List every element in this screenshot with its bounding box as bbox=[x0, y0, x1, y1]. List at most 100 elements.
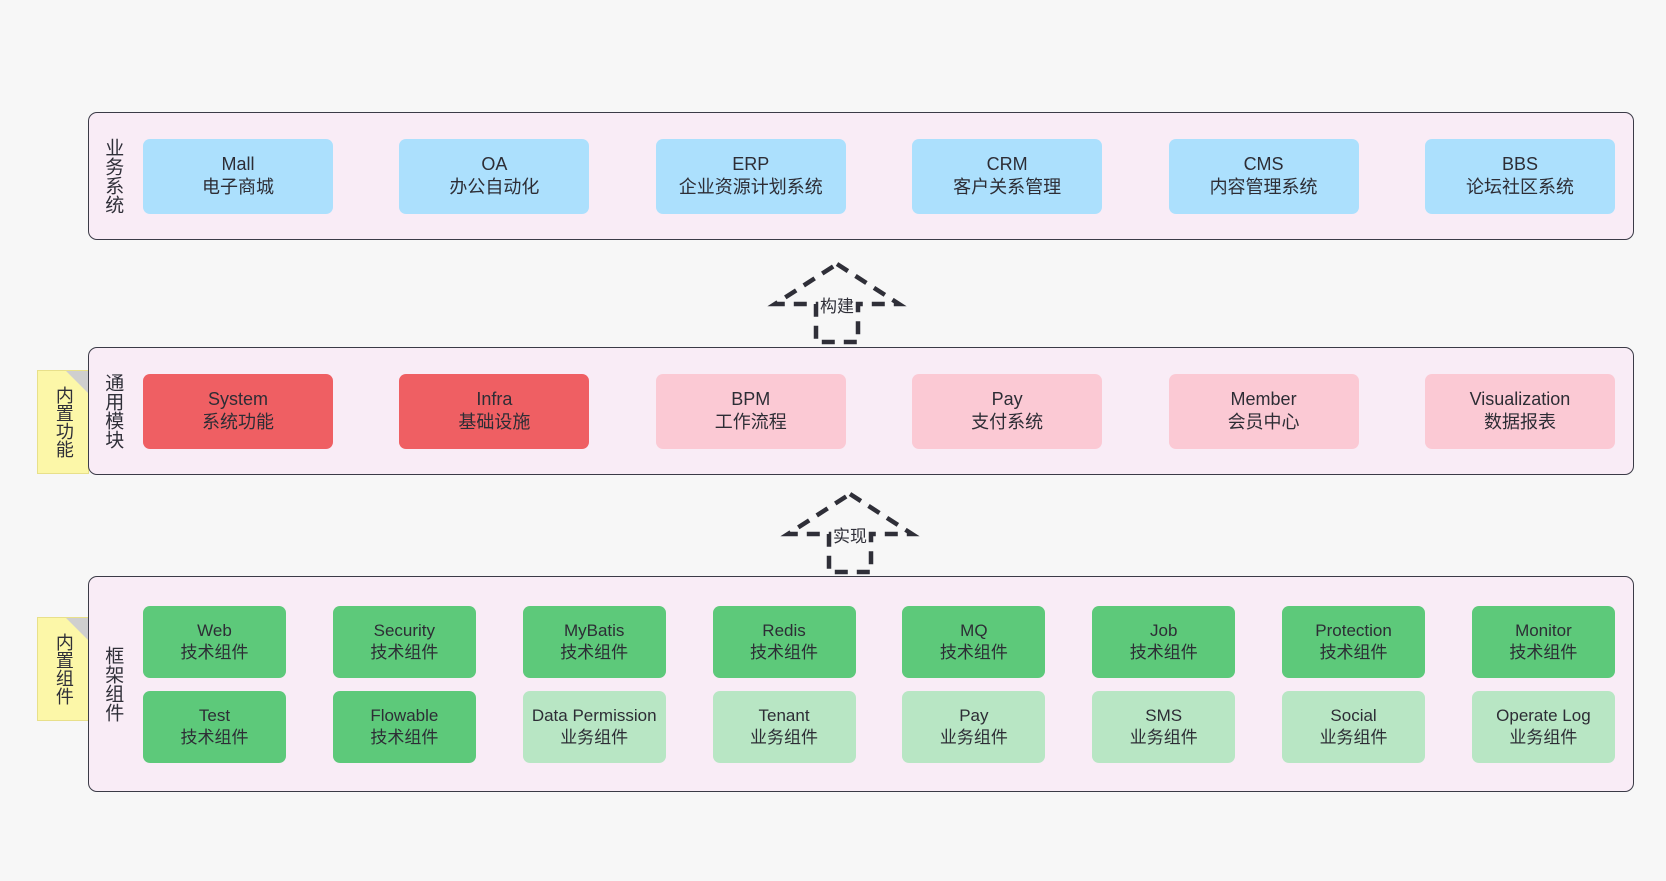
business-box-crm-name: CRM bbox=[986, 154, 1028, 175]
framework-row-business: Test 技术组件 Flowable 技术组件 Data Permission … bbox=[143, 690, 1615, 763]
business-box-erp[interactable]: ERP 企业资源计划系统 bbox=[655, 138, 846, 214]
note-built-in-features: 内置功能 bbox=[37, 370, 89, 474]
component-box-data-permission-desc: 业务组件 bbox=[560, 727, 629, 747]
business-box-cms-desc: 内容管理系统 bbox=[1209, 177, 1318, 197]
component-box-monitor[interactable]: Monitor 技术组件 bbox=[1471, 605, 1615, 678]
layer-common-modules: 通用模块 System 系统功能 Infra 基础设施 BPM 工作流程 Pay… bbox=[88, 347, 1634, 475]
component-box-web-name: Web bbox=[197, 621, 232, 641]
component-box-protection[interactable]: Protection 技术组件 bbox=[1282, 605, 1426, 678]
note-fold-corner-icon bbox=[66, 371, 88, 393]
component-box-security[interactable]: Security 技术组件 bbox=[332, 605, 476, 678]
component-box-tenant-desc: 业务组件 bbox=[750, 727, 819, 747]
component-box-data-permission-name: Data Permission bbox=[531, 706, 657, 726]
component-box-mq[interactable]: MQ 技术组件 bbox=[902, 605, 1046, 678]
module-box-member-desc: 会员中心 bbox=[1227, 412, 1300, 432]
component-box-flowable[interactable]: Flowable 技术组件 bbox=[332, 690, 476, 763]
component-box-monitor-name: Monitor bbox=[1515, 621, 1572, 641]
component-box-job-desc: 技术组件 bbox=[1129, 642, 1198, 662]
connector-build-shape bbox=[767, 261, 907, 345]
business-box-oa-desc: 办公自动化 bbox=[449, 177, 540, 197]
module-box-bpm-name: BPM bbox=[731, 389, 771, 410]
component-box-pay[interactable]: Pay 业务组件 bbox=[902, 690, 1046, 763]
component-box-mybatis-name: MyBatis bbox=[563, 621, 625, 641]
component-box-tenant-name: Tenant bbox=[758, 706, 810, 726]
component-box-mybatis[interactable]: MyBatis 技术组件 bbox=[522, 605, 666, 678]
business-box-mall[interactable]: Mall 电子商城 bbox=[143, 138, 333, 214]
connector-build: 构建 bbox=[757, 258, 917, 348]
component-box-mq-name: MQ bbox=[960, 621, 988, 641]
component-box-security-name: Security bbox=[373, 621, 436, 641]
component-box-job-name: Job bbox=[1150, 621, 1178, 641]
module-box-pay[interactable]: Pay 支付系统 bbox=[912, 373, 1103, 449]
component-box-sms-desc: 业务组件 bbox=[1129, 727, 1198, 747]
module-box-system[interactable]: System 系统功能 bbox=[143, 373, 333, 449]
connector-implement-shape bbox=[780, 491, 920, 575]
layer-body-framework: Web 技术组件 Security 技术组件 MyBatis 技术组件 Redi… bbox=[135, 577, 1633, 791]
component-box-social-desc: 业务组件 bbox=[1319, 727, 1388, 747]
module-box-visualization[interactable]: Visualization 数据报表 bbox=[1424, 373, 1615, 449]
module-box-member[interactable]: Member 会员中心 bbox=[1168, 373, 1359, 449]
business-box-oa[interactable]: OA 办公自动化 bbox=[399, 138, 590, 214]
business-box-cms[interactable]: CMS 内容管理系统 bbox=[1168, 138, 1359, 214]
component-box-redis[interactable]: Redis 技术组件 bbox=[712, 605, 856, 678]
component-box-monitor-desc: 技术组件 bbox=[1509, 642, 1578, 662]
component-box-redis-name: Redis bbox=[762, 621, 806, 641]
business-box-cms-name: CMS bbox=[1243, 154, 1284, 175]
business-box-erp-desc: 企业资源计划系统 bbox=[678, 177, 823, 197]
component-box-operate-log-name: Operate Log bbox=[1496, 706, 1591, 726]
note-fold-corner-icon bbox=[66, 618, 88, 640]
note-built-in-components: 内置组件 bbox=[37, 617, 89, 721]
component-box-test[interactable]: Test 技术组件 bbox=[143, 690, 286, 763]
component-box-social[interactable]: Social 业务组件 bbox=[1282, 690, 1426, 763]
module-box-infra-name: Infra bbox=[476, 389, 513, 410]
business-box-bbs[interactable]: BBS 论坛社区系统 bbox=[1424, 138, 1615, 214]
component-box-redis-desc: 技术组件 bbox=[750, 642, 819, 662]
layer-business-systems: 业务系统 Mall 电子商城 OA 办公自动化 ERP 企业资源计划系统 CRM… bbox=[88, 112, 1634, 240]
component-box-pay-name: Pay bbox=[959, 706, 989, 726]
module-box-visualization-name: Visualization bbox=[1469, 389, 1571, 410]
module-box-infra-desc: 基础设施 bbox=[458, 412, 531, 432]
layer-body-business: Mall 电子商城 OA 办公自动化 ERP 企业资源计划系统 CRM 客户关系… bbox=[135, 113, 1633, 239]
business-box-oa-name: OA bbox=[481, 154, 508, 175]
connector-build-label: 构建 bbox=[820, 297, 854, 316]
business-box-crm[interactable]: CRM 客户关系管理 bbox=[912, 138, 1103, 214]
component-box-sms-name: SMS bbox=[1145, 706, 1183, 726]
layer-title-modules: 通用模块 bbox=[102, 373, 124, 449]
module-box-pay-name: Pay bbox=[991, 389, 1023, 410]
note-built-in-features-label: 内置功能 bbox=[53, 386, 74, 458]
component-box-operate-log[interactable]: Operate Log 业务组件 bbox=[1471, 690, 1615, 763]
component-box-protection-desc: 技术组件 bbox=[1319, 642, 1388, 662]
component-box-mq-desc: 技术组件 bbox=[939, 642, 1008, 662]
layer-title-business: 业务系统 bbox=[102, 138, 124, 214]
component-box-security-desc: 技术组件 bbox=[370, 642, 439, 662]
connector-implement: 实现 bbox=[770, 488, 930, 578]
component-box-sms[interactable]: SMS 业务组件 bbox=[1092, 690, 1236, 763]
component-box-data-permission[interactable]: Data Permission 业务组件 bbox=[522, 690, 666, 763]
business-box-mall-desc: 电子商城 bbox=[202, 177, 274, 197]
business-box-bbs-name: BBS bbox=[1501, 154, 1538, 175]
component-box-web[interactable]: Web 技术组件 bbox=[143, 605, 286, 678]
module-box-visualization-desc: 数据报表 bbox=[1483, 412, 1556, 432]
component-box-web-desc: 技术组件 bbox=[180, 642, 249, 662]
component-box-pay-desc: 业务组件 bbox=[939, 727, 1008, 747]
business-box-mall-name: Mall bbox=[221, 154, 255, 175]
module-box-infra[interactable]: Infra 基础设施 bbox=[399, 373, 590, 449]
module-box-member-name: Member bbox=[1230, 389, 1297, 410]
connector-implement-label: 实现 bbox=[833, 527, 867, 546]
business-box-crm-desc: 客户关系管理 bbox=[953, 177, 1062, 197]
component-box-tenant[interactable]: Tenant 业务组件 bbox=[712, 690, 856, 763]
component-box-test-desc: 技术组件 bbox=[180, 727, 249, 747]
component-box-operate-log-desc: 业务组件 bbox=[1509, 727, 1578, 747]
component-box-protection-name: Protection bbox=[1315, 621, 1392, 641]
layer-title-framework: 框架组件 bbox=[102, 646, 124, 722]
framework-row-tech: Web 技术组件 Security 技术组件 MyBatis 技术组件 Redi… bbox=[143, 605, 1615, 678]
layer-body-modules: System 系统功能 Infra 基础设施 BPM 工作流程 Pay 支付系统… bbox=[135, 348, 1633, 474]
component-box-job[interactable]: Job 技术组件 bbox=[1092, 605, 1236, 678]
business-box-erp-name: ERP bbox=[732, 154, 770, 175]
component-box-mybatis-desc: 技术组件 bbox=[560, 642, 629, 662]
module-box-bpm[interactable]: BPM 工作流程 bbox=[655, 373, 846, 449]
note-built-in-components-label: 内置组件 bbox=[53, 633, 74, 705]
module-box-pay-desc: 支付系统 bbox=[971, 412, 1044, 432]
layer-framework-components: 框架组件 Web 技术组件 Security 技术组件 MyBatis 技术组件… bbox=[88, 576, 1634, 792]
